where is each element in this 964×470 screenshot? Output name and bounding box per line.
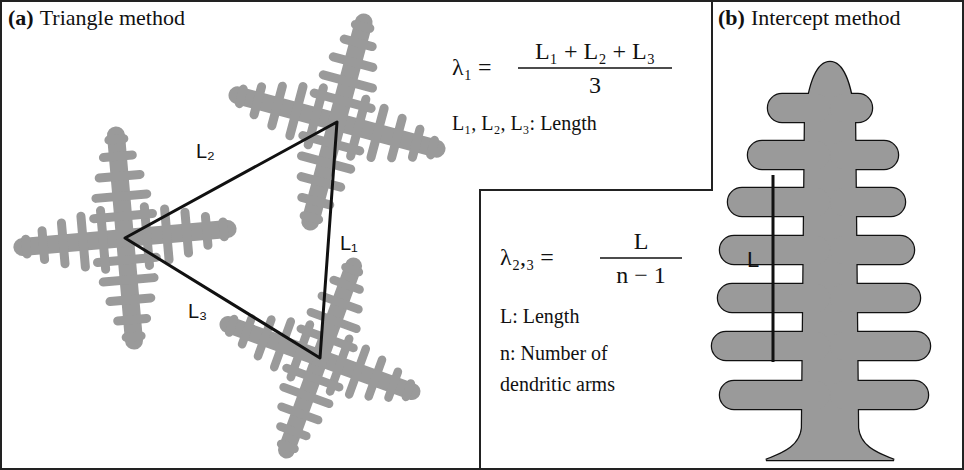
formula-numerator: L — [600, 228, 682, 254]
panel-divider — [480, 0, 712, 470]
formula-denominator: 3 — [518, 72, 672, 98]
length-label: L — [747, 248, 759, 272]
legend-note: L₁, L₂, L₃: Length — [452, 112, 597, 134]
fraction-bar — [600, 257, 682, 259]
formula-lhs: λ₂,₃ = — [500, 244, 554, 270]
fraction-bar — [518, 67, 672, 69]
intercept-line — [772, 175, 775, 362]
formula-denominator: n − 1 — [600, 262, 682, 288]
dendrite-group — [4, 0, 475, 470]
side-label: L₁ — [340, 232, 358, 254]
dendrite-fill — [712, 62, 930, 460]
formula-lhs: λ₁ = — [452, 54, 492, 80]
panel-letter: (b) — [718, 6, 745, 30]
side-label: L₂ — [196, 140, 215, 162]
dendrite-outline — [712, 62, 930, 460]
formula-numerator: L₁ + L₂ + L₃ — [518, 38, 672, 64]
measurement-triangle — [125, 122, 337, 358]
panel-heading: Intercept method — [751, 6, 901, 30]
panel-heading: Triangle method — [40, 6, 185, 30]
legend-note: L: Length — [500, 305, 579, 327]
panel-letter: (a) — [8, 6, 34, 30]
side-label: L₃ — [188, 300, 207, 322]
legend-note: n: Number of dendritic arms — [500, 338, 675, 400]
